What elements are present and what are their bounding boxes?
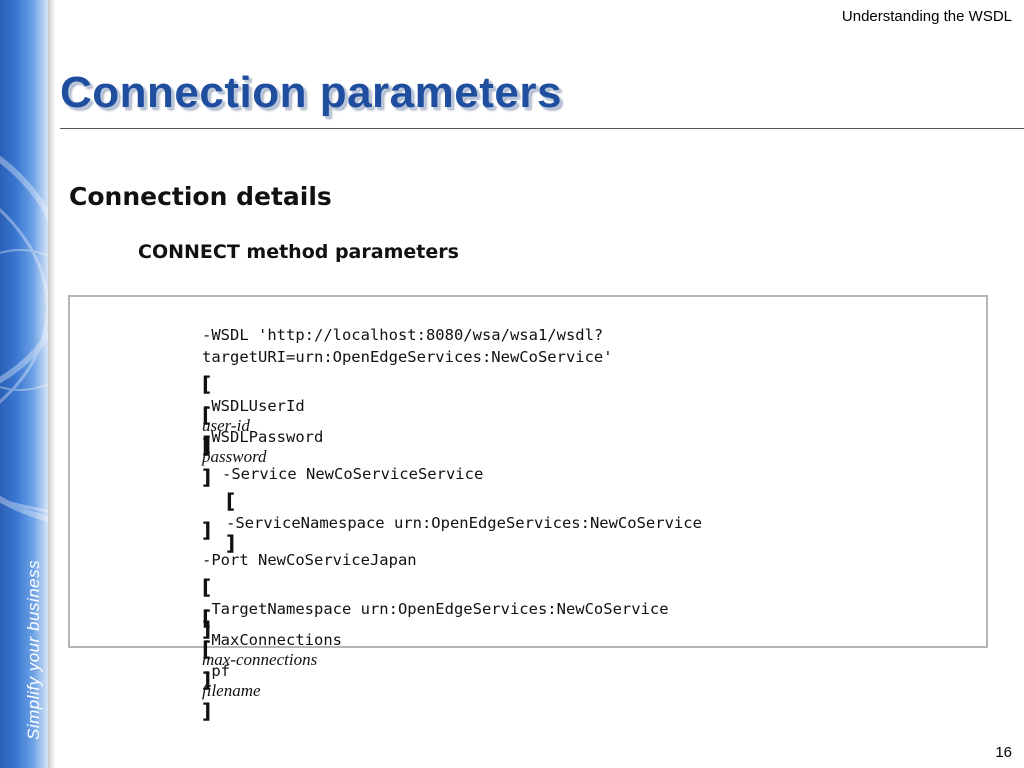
code-line-wsdl-password: [ -WSDLPassword password ] xyxy=(146,385,323,509)
code-service: -Service NewCoServiceService xyxy=(222,465,484,483)
close-bracket: ] xyxy=(226,531,236,555)
page-number: 16 xyxy=(995,744,1012,761)
code-param: password xyxy=(202,447,267,466)
code-target-namespace: -TargetNamespace urn:OpenEdgeServices:Ne… xyxy=(202,600,669,618)
code-line-target-uri: targetURI=urn:OpenEdgeServices:NewCoServ… xyxy=(146,327,613,387)
code-flag: -pf xyxy=(202,662,230,680)
open-bracket: [ xyxy=(202,403,212,427)
slide-title: Connection parameters xyxy=(60,68,562,117)
open-bracket: [ xyxy=(202,372,212,396)
code-service-namespace: -ServiceNamespace urn:OpenEdgeServices:N… xyxy=(226,514,702,532)
open-bracket: [ xyxy=(202,637,212,661)
title-divider xyxy=(60,128,1024,129)
open-bracket: [ xyxy=(202,606,212,630)
open-bracket: [ xyxy=(226,489,236,513)
open-bracket: [ xyxy=(202,432,212,456)
left-decorative-band: Simplify your business xyxy=(0,0,48,768)
code-wsdl-url: -WSDL 'http://localhost:8080/wsa/wsa1/ws… xyxy=(202,326,604,344)
code-flag: -WSDLUserId xyxy=(202,397,305,415)
code-param: user-id xyxy=(202,416,250,435)
close-bracket: ] xyxy=(202,434,212,458)
code-line-wsdl: -WSDL 'http://localhost:8080/wsa/wsa1/ws… xyxy=(146,305,603,365)
code-port: -Port NewCoServiceJapan xyxy=(202,551,417,569)
code-flag: -WSDLPassword xyxy=(202,428,324,446)
code-flag: -MaxConnections xyxy=(202,631,342,649)
code-line-open-service-group: [ xyxy=(146,414,211,476)
header-section-title: Understanding the WSDL xyxy=(841,8,1012,25)
tagline: Simplify your business xyxy=(24,559,43,740)
code-line-pf: [ -pf filename ] xyxy=(146,619,261,743)
code-param: max-connections xyxy=(202,650,318,669)
close-bracket: ] xyxy=(202,465,212,489)
close-bracket: ] xyxy=(202,699,212,723)
code-line-service-namespace: [ -ServiceNamespace urn:OpenEdgeServices… xyxy=(170,471,702,575)
code-line-port: -Port NewCoServiceJapan xyxy=(146,530,417,590)
section-heading: Connection details xyxy=(69,182,332,211)
close-bracket: ] xyxy=(202,668,212,692)
band-shadow xyxy=(48,0,56,768)
code-line-service: -Service NewCoServiceService xyxy=(166,444,483,504)
close-bracket: ] xyxy=(202,617,212,641)
swirl-decoration-icon xyxy=(0,155,48,523)
code-line-target-namespace: [ -TargetNamespace urn:OpenEdgeServices:… xyxy=(146,557,669,661)
open-bracket: [ xyxy=(202,575,212,599)
code-param: filename xyxy=(202,681,261,700)
code-box: -WSDL 'http://localhost:8080/wsa/wsa1/ws… xyxy=(68,295,988,721)
code-line-max-connections: [ -MaxConnections max-connections ] xyxy=(146,588,342,712)
code-target-uri: targetURI=urn:OpenEdgeServices:NewCoServ… xyxy=(202,348,613,366)
close-bracket: ] xyxy=(202,518,212,542)
code-line-wsdl-user-id: [ -WSDLUserId user-id ] xyxy=(146,354,305,478)
sub-heading: CONNECT method parameters xyxy=(138,241,459,263)
code-line-close-service-group: ] xyxy=(146,500,211,562)
